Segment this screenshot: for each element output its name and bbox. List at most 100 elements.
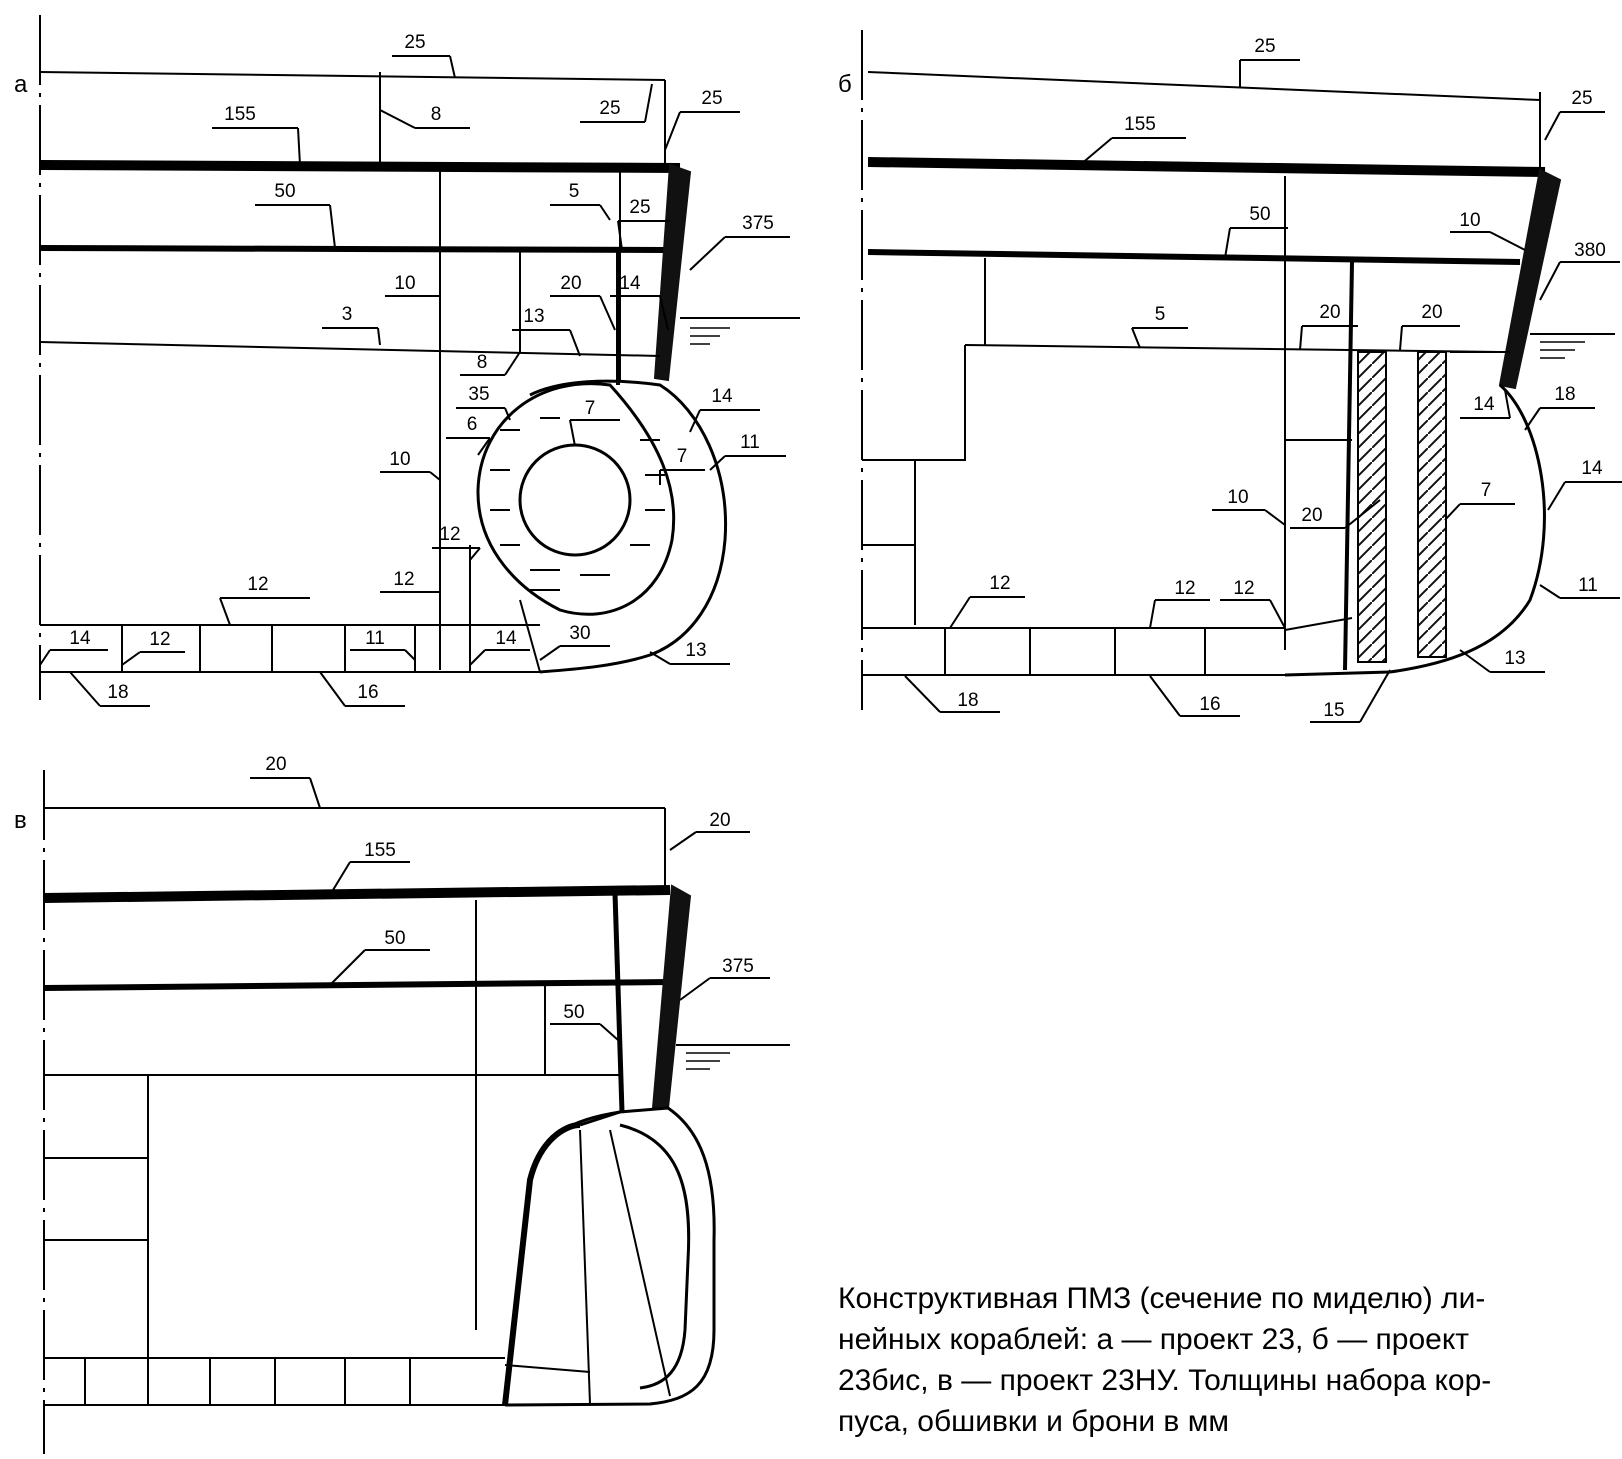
thickness-label: 11 xyxy=(365,628,385,649)
panel-letter-a: а xyxy=(14,71,28,98)
callout-leader xyxy=(1359,669,1391,723)
thickness-label: 16 xyxy=(1199,694,1220,715)
callout-leader xyxy=(329,949,366,986)
callout-leader xyxy=(469,547,481,561)
thickness-label: 12 xyxy=(989,573,1010,594)
thickness-label: 10 xyxy=(1459,210,1480,231)
thickness-label: 11 xyxy=(740,432,760,453)
deck-50-v xyxy=(43,979,671,991)
callout-leader xyxy=(377,327,381,346)
callout-leader xyxy=(477,437,491,456)
thickness-label: 50 xyxy=(384,928,405,949)
thickness-label: 7 xyxy=(1481,480,1492,501)
thickness-label: 155 xyxy=(1124,114,1156,135)
thickness-label: 25 xyxy=(1254,36,1275,57)
callout-leader xyxy=(379,109,416,129)
thickness-label: 20 xyxy=(1301,505,1322,526)
callout-leader xyxy=(329,204,336,249)
callout-leader xyxy=(69,671,101,707)
thickness-label: 12 xyxy=(393,569,414,590)
thickness-label: 14 xyxy=(619,273,641,294)
thickness-label: 20 xyxy=(709,810,730,831)
thickness-label: 20 xyxy=(1421,302,1442,323)
armor-deck-155-v xyxy=(43,885,671,903)
anti-torpedo-bulge-v xyxy=(503,1106,716,1407)
thickness-label: 14 xyxy=(69,628,91,649)
callout-leader xyxy=(617,220,623,251)
thickness-label: 14 xyxy=(495,628,517,649)
thickness-label: 8 xyxy=(477,352,488,373)
callout-leader xyxy=(709,455,726,471)
thickness-label: 50 xyxy=(1249,204,1270,225)
thickness-label: 12 xyxy=(1233,578,1254,599)
callout-leader xyxy=(319,671,346,707)
callout-leader xyxy=(904,675,941,713)
callout-leader xyxy=(219,597,231,626)
thickness-label: 18 xyxy=(957,690,978,711)
callout-leader xyxy=(1489,231,1526,251)
callout-leader xyxy=(329,861,351,896)
callout-leader xyxy=(644,83,653,123)
thickness-label: 7 xyxy=(677,446,688,467)
callout-leader xyxy=(1547,481,1566,511)
section-panel-v xyxy=(43,770,790,1454)
section-panel-a xyxy=(39,15,800,700)
thickness-label: 11 xyxy=(1578,575,1598,596)
thickness-label: 14 xyxy=(1473,394,1495,415)
caption-line-3: 23бис, в — проект 23НУ. Толщины набора к… xyxy=(838,1364,1492,1397)
armor-deck-155-a xyxy=(39,160,681,173)
thickness-label: 25 xyxy=(629,197,650,218)
callout-leader xyxy=(39,649,51,666)
thickness-label: 18 xyxy=(107,682,128,703)
thickness-label: 18 xyxy=(1554,384,1575,405)
callout-leader xyxy=(599,1023,619,1041)
callout-leader xyxy=(649,651,671,665)
callout-leader xyxy=(689,236,726,271)
callout-leader xyxy=(1444,503,1461,521)
callout-leader xyxy=(1524,407,1541,431)
thickness-label: 7 xyxy=(585,398,596,419)
thickness-label: 25 xyxy=(599,98,620,119)
callout-leader xyxy=(689,409,701,433)
thickness-label: 375 xyxy=(722,956,754,977)
thickness-label: 14 xyxy=(711,386,733,407)
callout-leader xyxy=(599,295,616,331)
hatched-bulkhead-2 xyxy=(1417,351,1447,658)
thickness-label: 3 xyxy=(342,304,353,325)
thickness-label: 10 xyxy=(389,449,410,470)
thickness-label: 380 xyxy=(1574,240,1606,261)
thickness-label: 10 xyxy=(1227,487,1248,508)
thickness-label: 155 xyxy=(364,840,396,861)
figure-caption: Конструктивная ПМЗ (сечение по миделю) л… xyxy=(838,1278,1602,1442)
belt-armor-375-a xyxy=(653,163,692,382)
deck-50-b xyxy=(867,249,1521,265)
callout-leader xyxy=(504,351,521,376)
callout-leader xyxy=(504,407,511,421)
callout-leader xyxy=(669,831,697,851)
callout-leader xyxy=(1539,261,1561,301)
callout-leader xyxy=(449,55,456,79)
panel-letter-b: б xyxy=(838,71,852,98)
thickness-label: 13 xyxy=(1504,648,1525,669)
callout-leaders xyxy=(39,55,1622,1041)
callout-leader xyxy=(469,649,486,666)
caption-line-2: нейных кораблей: а — проект 23, б — прое… xyxy=(838,1323,1470,1356)
thickness-label: 20 xyxy=(560,273,581,294)
caption-line-4: пуса, обшивки и брони в мм xyxy=(838,1405,1229,1438)
callout-leader xyxy=(1344,499,1381,529)
section-panel-b xyxy=(861,30,1615,710)
thickness-label: 6 xyxy=(467,414,478,435)
callout-leader xyxy=(949,596,971,629)
callout-leader xyxy=(297,127,301,166)
thickness-label: 20 xyxy=(1319,302,1340,323)
thickness-label: 12 xyxy=(247,574,268,595)
thickness-label: 16 xyxy=(357,682,378,703)
thickness-label: 5 xyxy=(1155,304,1166,325)
thickness-label: 8 xyxy=(431,104,442,125)
thickness-label: 10 xyxy=(394,273,415,294)
thickness-label: 35 xyxy=(468,384,489,405)
callout-leader xyxy=(569,419,576,447)
thickness-label: 20 xyxy=(265,754,286,775)
callout-leader xyxy=(1399,325,1403,351)
